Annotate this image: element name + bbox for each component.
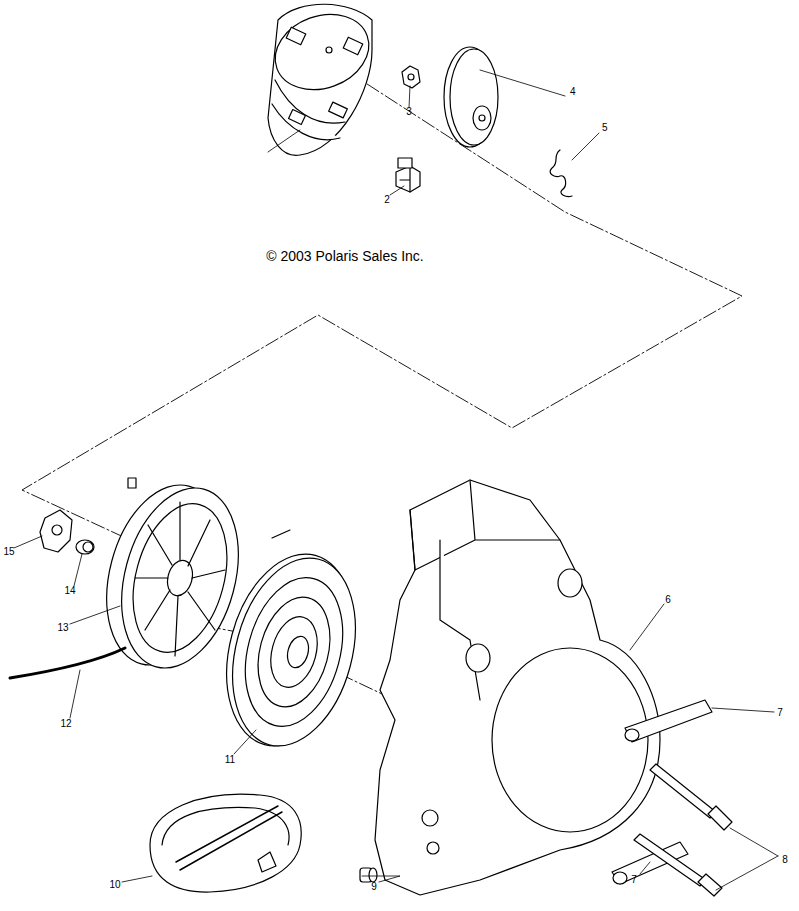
bolt [396,158,420,192]
callout-number: 9 [371,882,377,892]
callout-number: 15 [3,547,14,557]
starter-housing [375,480,660,895]
callout-number: 7 [631,875,637,885]
callout-number: 14 [64,586,75,596]
callout-number: 3 [406,107,412,117]
grommet [360,868,377,882]
callout-number: 6 [665,595,671,605]
mounting-bolt [634,764,732,896]
spring-clip [550,150,572,197]
callout-number: 13 [57,623,68,633]
recoil-spring [207,530,375,760]
assembly-line [22,60,742,760]
callout-number: 11 [225,755,235,765]
pawl-parts [40,510,94,554]
drive-disc [444,47,498,147]
callout-number: 5 [602,123,608,133]
callout-number: 12 [60,719,71,729]
callout-number: 2 [384,195,390,205]
starter-rope [10,648,125,678]
copyright-note: © 2003 Polaris Sales Inc. [266,249,423,263]
nut [402,66,420,88]
callout-number: 7 [777,708,783,718]
pawl-cup [265,2,380,156]
callout-number: 10 [109,880,120,890]
callout-number: 8 [782,855,788,865]
leader-line [14,70,778,890]
callout-number: 4 [570,87,576,97]
starter-handle [150,794,301,892]
